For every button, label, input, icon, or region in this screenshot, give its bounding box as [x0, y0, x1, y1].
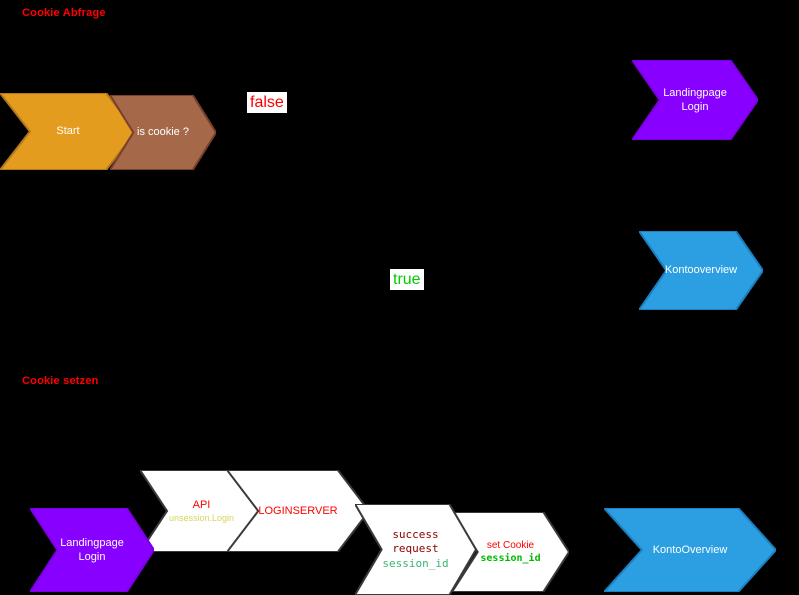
branch-label-false: false — [247, 92, 287, 113]
chevron-shape — [632, 60, 758, 140]
chevron-shape — [639, 231, 763, 310]
chevron-shape — [604, 508, 776, 592]
chevron-shape — [140, 470, 263, 552]
chevron-shape — [0, 93, 136, 170]
node-loginserver: LOGINSERVER — [227, 470, 369, 552]
node-landingpage-login-top: Landingpage Login — [632, 60, 758, 140]
section-label-cookie-setzen: Cookie setzen — [22, 375, 99, 387]
chevron-shape — [110, 95, 216, 170]
chevron-shape — [452, 512, 569, 592]
branch-label-true: true — [390, 269, 424, 290]
node-kontooverview-top: Kontooverview — [639, 231, 763, 310]
node-kontooverview-bottom: KontoOverview — [604, 508, 776, 592]
chevron-shape — [227, 470, 369, 552]
node-is-cookie: is cookie ? — [110, 95, 216, 170]
node-success-request: success request session_id — [355, 504, 476, 595]
chevron-shape — [355, 504, 476, 595]
chevron-shape — [30, 508, 154, 592]
section-label-cookie-abfrage: Cookie Abfrage — [22, 7, 106, 19]
node-landingpage-login-bottom: Landingpage Login — [30, 508, 154, 592]
